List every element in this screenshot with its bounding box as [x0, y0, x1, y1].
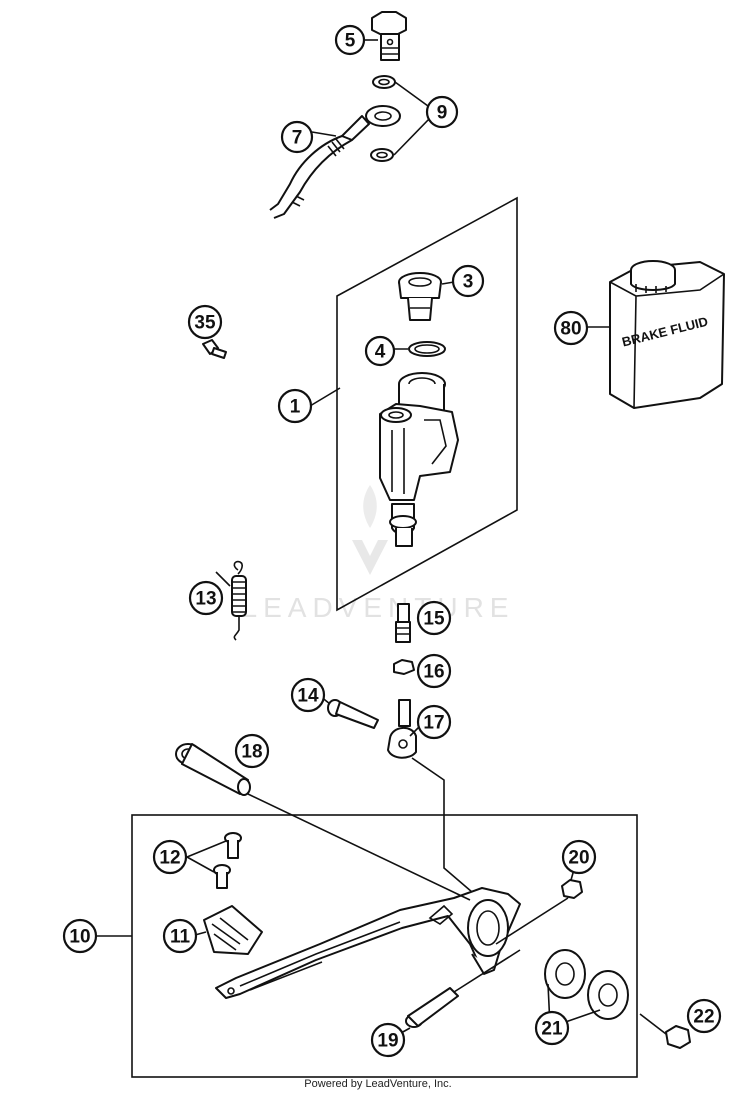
svg-text:80: 80: [560, 319, 581, 340]
callout-15: 15: [416, 600, 452, 636]
svg-text:11: 11: [170, 927, 191, 948]
svg-text:7: 7: [292, 128, 303, 149]
axle-nut: [665, 1025, 691, 1049]
callout-16: 16: [416, 653, 452, 689]
callout-21: 21: [534, 1010, 570, 1046]
callout-18: 18: [234, 733, 270, 769]
brake-pedal-box: [131, 814, 638, 1078]
callout-17: 17: [416, 704, 452, 740]
callout-5: 5: [334, 24, 366, 56]
callout-10: 10: [62, 918, 98, 954]
callout-20: 20: [561, 839, 597, 875]
svg-text:10: 10: [69, 927, 90, 948]
clevis-bolt: [327, 699, 379, 729]
callout-14: 14: [290, 677, 326, 713]
brake-fluid-container: BRAKE FLUID: [609, 260, 725, 409]
callout-7: 7: [280, 120, 314, 154]
lock-nut: [393, 659, 415, 675]
callout-80: 80: [553, 310, 589, 346]
brake-pedal: [215, 887, 521, 999]
svg-text:22: 22: [693, 1007, 714, 1028]
svg-text:21: 21: [541, 1019, 563, 1040]
pivot-bolt: [405, 987, 459, 1028]
pivot-nut: [561, 879, 583, 899]
svg-text:16: 16: [423, 662, 444, 683]
callout-4: 4: [364, 335, 396, 367]
callout-35: 35: [187, 304, 223, 340]
callout-1: 1: [277, 388, 313, 424]
callout-13: 13: [188, 580, 224, 616]
watermark: LEADVENTURE: [242, 485, 515, 623]
watermark-text: LEADVENTURE: [242, 592, 515, 623]
sealing-washers: [370, 75, 396, 162]
svg-text:12: 12: [159, 848, 180, 869]
svg-text:35: 35: [194, 313, 216, 334]
pushrod: [395, 603, 411, 643]
svg-text:18: 18: [241, 742, 262, 763]
svg-text:19: 19: [377, 1031, 398, 1052]
svg-text:1: 1: [290, 397, 301, 418]
callout-3: 3: [451, 264, 485, 298]
clevis: [387, 699, 417, 759]
footer-credit: Powered by LeadVenture, Inc.: [304, 1078, 451, 1090]
reservoir-connector: [398, 272, 442, 321]
callout-12: 12: [152, 839, 188, 875]
svg-text:13: 13: [195, 589, 216, 610]
callout-9: 9: [425, 95, 459, 129]
bearings: [544, 949, 629, 1020]
svg-text:4: 4: [375, 342, 386, 363]
svg-text:15: 15: [423, 609, 445, 630]
svg-text:14: 14: [297, 686, 319, 707]
callout-11: 11: [162, 918, 198, 954]
svg-text:17: 17: [423, 713, 444, 734]
pedal-step: [203, 905, 263, 955]
pivot-sleeve: [175, 743, 251, 796]
callout-19: 19: [370, 1022, 406, 1058]
pedal-screws: [213, 832, 242, 889]
return-spring: [231, 560, 247, 641]
svg-text:9: 9: [437, 103, 448, 124]
o-ring: [408, 341, 446, 357]
o-ring-inner: [414, 344, 440, 354]
svg-text:5: 5: [345, 31, 356, 52]
banjo-bolt: [371, 11, 407, 61]
master-cylinder: [379, 372, 459, 547]
callout-22: 22: [686, 998, 722, 1034]
master-cylinder-box: [336, 196, 518, 612]
svg-text:20: 20: [568, 848, 589, 869]
screw: [202, 339, 227, 359]
svg-text:3: 3: [463, 272, 474, 293]
brake-hose: [269, 105, 401, 219]
